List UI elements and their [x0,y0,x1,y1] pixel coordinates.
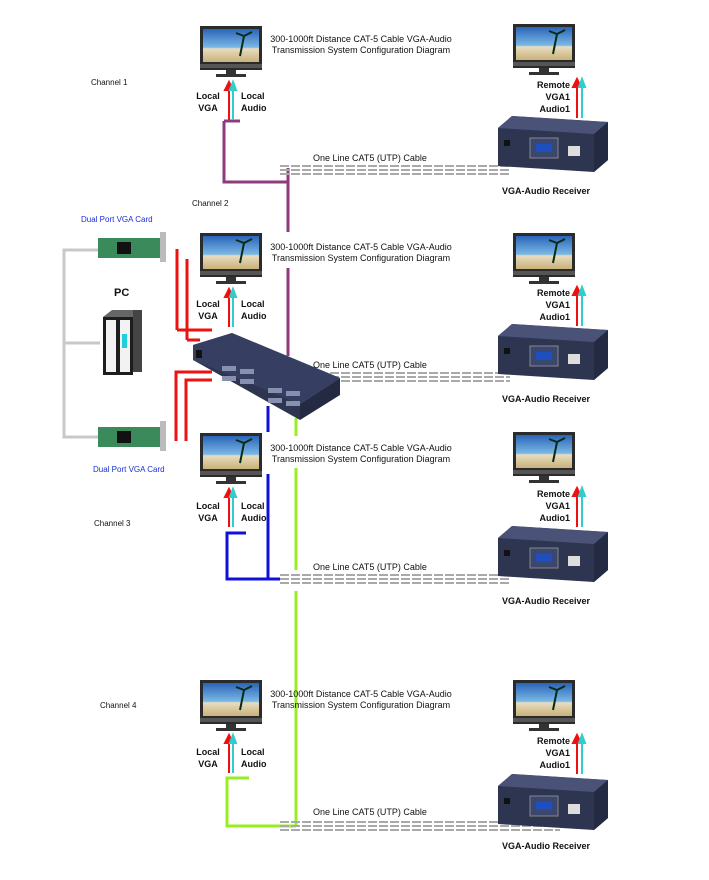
label-word: Local [196,91,220,101]
pc-label: PC [114,287,130,299]
vga-card-bottom [98,421,166,451]
label-word: Audio [241,759,267,769]
vga-card-label-bottom: Dual Port VGA Card [93,465,165,474]
title-line-1: 300-1000ft Distance CAT-5 Cable VGA-Audi… [270,34,452,44]
remote-vga-text: VGA1 [545,748,570,758]
label-word: VGA [198,513,218,523]
remote-vga-text: VGA1 [545,300,570,310]
remote-monitor-4 [512,679,576,732]
local-monitor-2 [199,232,263,285]
remote-vga-text: VGA1 [545,501,570,511]
title-line-1: 300-1000ft Distance CAT-5 Cable VGA-Audi… [270,242,452,252]
diagram-title-1: 300-1000ft Distance CAT-5 Cable VGA-Audi… [266,34,456,56]
label-word: Audio [241,311,267,321]
vga-card-top [98,232,166,262]
local-arrows [223,79,238,773]
label-word: Local [196,501,220,511]
diagram-title-4: 300-1000ft Distance CAT-5 Cable VGA-Audi… [266,689,456,711]
receiver-4 [497,773,609,831]
channel-4-label: Channel 4 [100,701,137,710]
remote-text: Remote [536,288,570,298]
remote-arrows [571,76,587,774]
label-word: Local [196,747,220,757]
label-word: VGA [198,103,218,113]
title-line-1: 300-1000ft Distance CAT-5 Cable VGA-Audi… [270,443,452,453]
remote-audio-text: Audio1 [539,312,571,322]
cable-label-3: One Line CAT5 (UTP) Cable [313,562,427,572]
label-word: Local [241,91,265,101]
title-line-1: 300-1000ft Distance CAT-5 Cable VGA-Audi… [270,689,452,699]
label-word: VGA [198,311,218,321]
remote-text: Remote [536,736,570,746]
local-monitor-1 [199,25,263,78]
title-line-2: Transmission System Configuration Diagra… [271,45,451,55]
cable-label-2: One Line CAT5 (UTP) Cable [313,360,427,370]
channel-3-label: Channel 3 [94,519,131,528]
remote-text: Remote [536,80,570,90]
receiver-label-2: VGA-Audio Receiver [502,394,591,404]
channel-2-label: Channel 2 [192,199,229,208]
remote-audio-text: Audio1 [539,760,571,770]
channel-1-label: Channel 1 [91,78,128,87]
cat5-cables [280,165,560,831]
cable-label-4: One Line CAT5 (UTP) Cable [313,807,427,817]
channel-4-wire [225,418,298,828]
label-word: Audio [241,103,267,113]
remote-vga-text: VGA1 [545,92,570,102]
remote-monitor-3 [512,431,576,484]
label-word: Local [241,501,265,511]
pc-tower-icon [103,310,142,375]
transmitter-device [193,333,340,420]
remote-text: Remote [536,489,570,499]
label-word: Local [196,299,220,309]
local-monitor-3 [199,432,263,485]
title-line-2: Transmission System Configuration Diagra… [271,253,451,263]
label-word: Local [241,299,265,309]
remote-monitor-1 [512,23,576,76]
label-word: Audio [241,513,267,523]
receiver-label-1: VGA-Audio Receiver [502,186,591,196]
diagram-title-2: 300-1000ft Distance CAT-5 Cable VGA-Audi… [266,242,456,264]
diagram-title-3: 300-1000ft Distance CAT-5 Cable VGA-Audi… [266,443,456,465]
remote-audio-text: Audio1 [539,104,571,114]
cable-label-1: One Line CAT5 (UTP) Cable [313,153,427,163]
title-line-2: Transmission System Configuration Diagra… [271,700,451,710]
local-monitor-4 [199,679,263,732]
receiver-label-3: VGA-Audio Receiver [502,596,591,606]
remote-audio-text: Audio1 [539,513,571,523]
label-word: VGA [198,759,218,769]
channel-3-wire [225,406,280,581]
receiver-3 [497,525,609,583]
channel-1-wire [222,119,290,356]
label-word: Local [241,747,265,757]
pc-wire [62,248,100,439]
receiver-2 [497,323,609,381]
receiver-1 [497,115,609,173]
remote-monitor-2 [512,232,576,285]
receiver-label-4: VGA-Audio Receiver [502,841,591,851]
title-line-2: Transmission System Configuration Diagra… [271,454,451,464]
channel-2-wire [174,249,212,441]
vga-card-label-top: Dual Port VGA Card [81,215,153,224]
